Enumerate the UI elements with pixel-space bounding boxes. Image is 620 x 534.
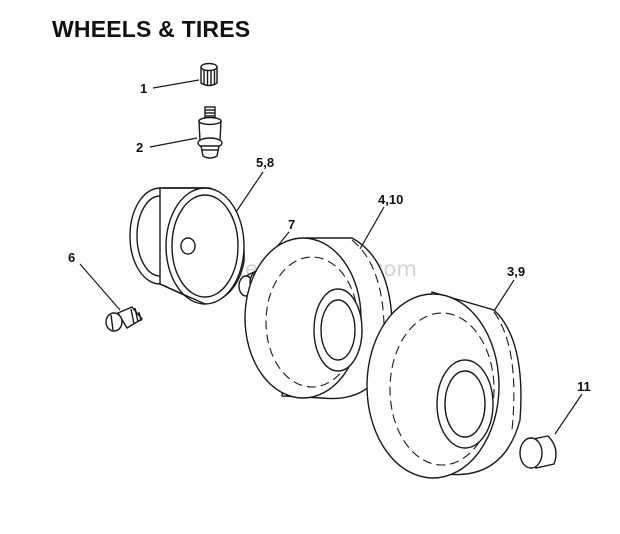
- valve-cap-part[interactable]: [200, 62, 218, 87]
- callout-11: 11: [577, 379, 591, 394]
- bolt-part[interactable]: [105, 306, 144, 332]
- valve-stem-part[interactable]: [197, 106, 223, 159]
- callout-2: 2: [136, 140, 143, 155]
- callout-1: 1: [140, 81, 147, 96]
- leader-line-11: [554, 393, 583, 435]
- leader-line-6: [79, 263, 121, 311]
- callout-4-10: 4,10: [378, 192, 403, 207]
- front-tire-part[interactable]: [244, 237, 394, 400]
- leader-line-5-8: [235, 171, 264, 213]
- callout-7: 7: [288, 217, 295, 232]
- leader-line-4-10: [359, 206, 385, 250]
- wheel-rim-part[interactable]: [129, 187, 245, 305]
- page-title: WHEELS & TIRES: [52, 16, 251, 42]
- leader-line-1: [152, 79, 200, 89]
- leader-line-2: [149, 137, 198, 148]
- callout-5-8: 5,8: [256, 155, 274, 170]
- callout-3-9: 3,9: [507, 264, 525, 279]
- callout-6: 6: [68, 250, 75, 265]
- rear-tire-part[interactable]: [366, 291, 522, 479]
- leader-line-3-9: [493, 279, 515, 312]
- hub-cap-part[interactable]: [519, 435, 557, 469]
